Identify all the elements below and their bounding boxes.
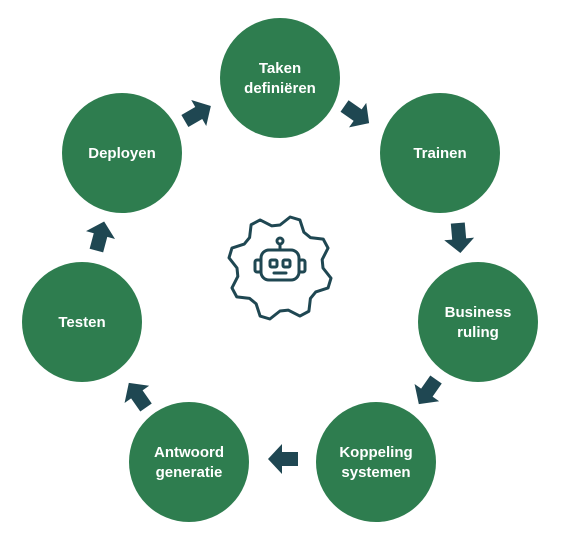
chevron-arrow-icon <box>181 100 211 128</box>
cycle-node-testen: Testen <box>22 262 142 382</box>
cycle-node-business: Business ruling <box>418 262 538 382</box>
chevron-arrow-icon <box>414 375 442 405</box>
cycle-arrows <box>86 100 475 474</box>
cycle-node-label: Koppeling <box>339 444 412 461</box>
cycle-node-circle <box>316 402 436 522</box>
cycle-node-circle <box>22 262 142 382</box>
chevron-arrow-icon <box>340 100 370 128</box>
cycle-node-trainen: Trainen <box>380 93 500 213</box>
cycle-node-label: Antwoord <box>154 444 224 461</box>
cycle-node-label: Trainen <box>413 145 466 162</box>
cycle-node-label: ruling <box>457 324 499 341</box>
chevron-arrow-icon <box>124 382 152 412</box>
cycle-node-label: Testen <box>58 314 105 331</box>
cycle-node-koppeling: Koppeling systemen <box>316 402 436 522</box>
cycle-node-circle <box>418 262 538 382</box>
cycle-node-circle <box>220 18 340 138</box>
cycle-node-deployen: Deployen <box>62 93 182 213</box>
cycle-node-label: Deployen <box>88 145 156 162</box>
cycle-node-antwoord: Antwoord generatie <box>129 402 249 522</box>
cycle-node-label: definiëren <box>244 80 316 97</box>
cycle-node-circle <box>62 93 182 213</box>
cycle-node-circle <box>129 402 249 522</box>
cycle-node-taken: Taken definiëren <box>220 18 340 138</box>
cycle-node-label: Business <box>445 304 512 321</box>
robot-gear-icon <box>227 215 333 321</box>
chevron-arrow-icon <box>86 221 116 253</box>
cycle-node-circle <box>380 93 500 213</box>
chevron-arrow-icon <box>444 222 475 253</box>
chevron-arrow-icon <box>268 444 298 474</box>
cycle-node-label: systemen <box>341 464 410 481</box>
cycle-node-label: Taken <box>259 60 301 77</box>
cycle-node-label: generatie <box>156 464 223 481</box>
